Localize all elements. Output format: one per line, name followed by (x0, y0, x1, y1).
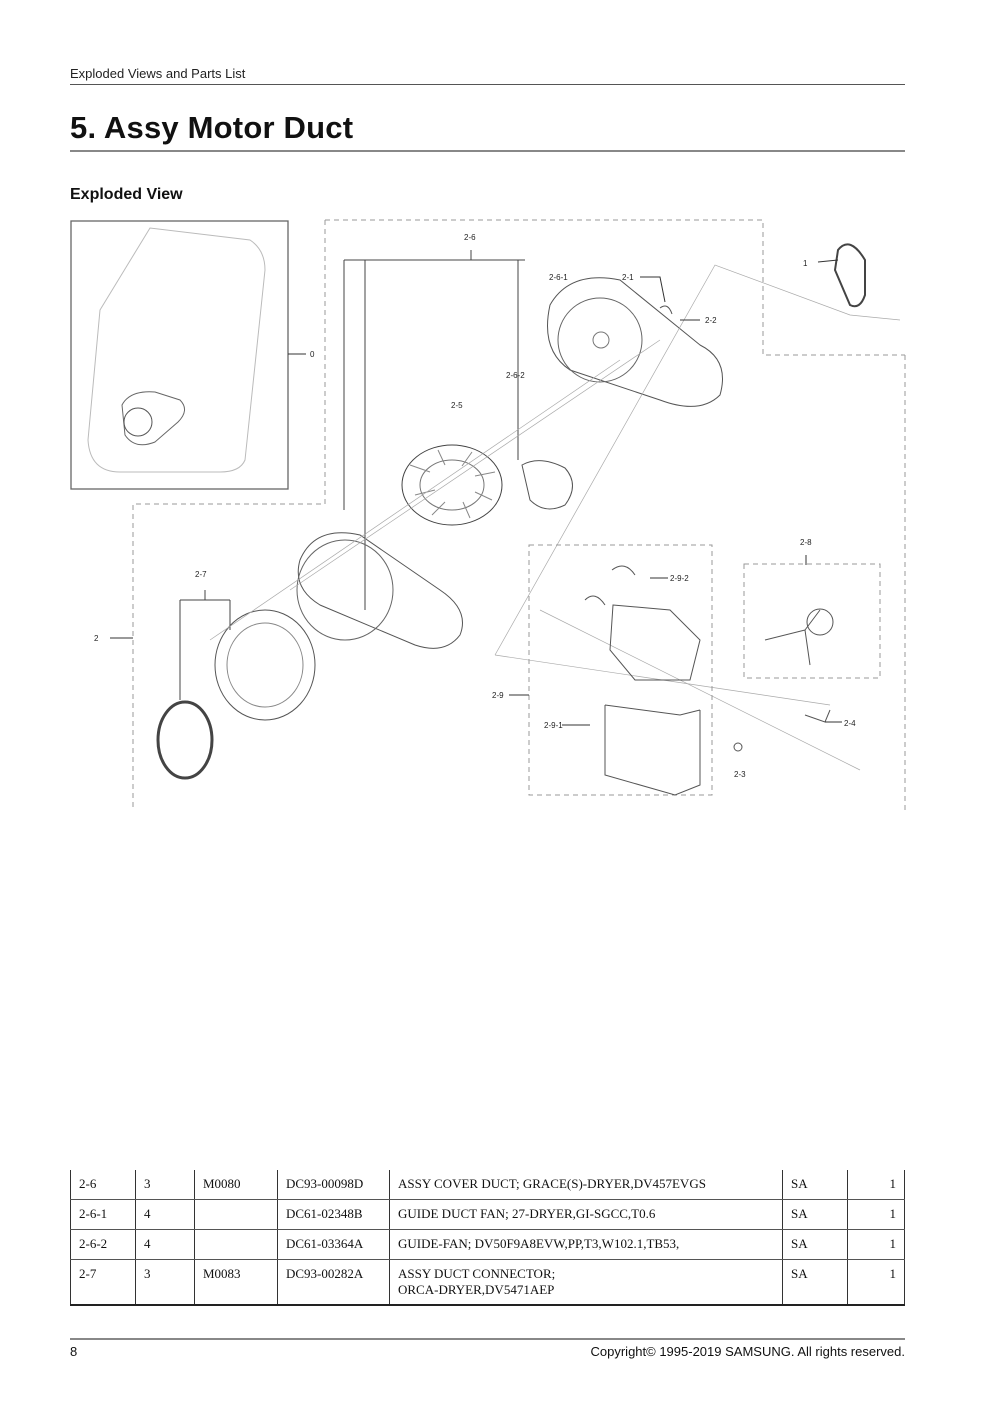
lower-duct-opening (296, 539, 394, 641)
bracket-2-7 (179, 590, 231, 700)
callout-2-6-1: 2-6-1 (549, 273, 568, 282)
explode-axis (209, 339, 861, 771)
section-title: Exploded View (70, 186, 183, 203)
idler-pulley (806, 608, 834, 636)
overview-inset-box (70, 220, 289, 490)
clip-2-4 (804, 709, 831, 723)
callout-2-1: 2-1 (622, 273, 634, 282)
callout-1: 1 (803, 259, 808, 268)
parts-table: 2-6 3 M0080 DC93-00098D ASSY COVER DUCT;… (70, 1170, 905, 1306)
inset-fan (123, 407, 153, 437)
table-row: 2-6-2 4 DC61-03364A GUIDE-FAN; DV50F9A8E… (70, 1229, 905, 1260)
exploded-view-diagram: 1 0 2 2-1 2-2 2-3 2-4 2-5 2-6 2-6-1 2-6-… (70, 219, 906, 810)
duct-connector-inner (226, 622, 304, 708)
belt-frame (494, 264, 901, 706)
callout-2-3: 2-3 (734, 770, 746, 779)
leader-2-1 (640, 276, 666, 303)
callout-2-9-2: 2-9-2 (670, 574, 689, 583)
callout-2-9: 2-9 (492, 691, 504, 700)
guide-fan (521, 460, 573, 510)
leader-1 (817, 259, 839, 263)
upper-duct-cover (547, 277, 723, 407)
upper-duct-opening (557, 297, 643, 383)
callout-2-2: 2-2 (705, 316, 717, 325)
callout-2-9-1: 2-9-1 (544, 721, 563, 730)
duct-connector (214, 609, 316, 721)
callout-2-8: 2-8 (800, 538, 812, 547)
blower-fan-inner (419, 459, 485, 511)
lower-duct-cover (297, 532, 463, 649)
drive-belt (833, 243, 866, 308)
assembly-boundary (132, 219, 906, 810)
upper-duct-hub (592, 331, 610, 349)
idler-arm (764, 609, 821, 666)
motor-clamp-1 (611, 565, 636, 576)
motor-assembly-box (528, 544, 713, 796)
table-row: 2-6-1 4 DC61-02348B GUIDE DUCT FAN; 27-D… (70, 1199, 905, 1230)
bracket-2-6 (343, 250, 525, 610)
callout-2: 2 (94, 634, 99, 643)
duct-seal-ring (156, 700, 214, 780)
table-row: 2-7 3 M0083 DC93-00282A ASSY DUCT CONNEC… (70, 1259, 905, 1306)
callout-2-5: 2-5 (451, 401, 463, 410)
fan-blades (409, 449, 496, 519)
callout-2-4: 2-4 (844, 719, 856, 728)
inset-duct-assembly (121, 391, 185, 446)
motor-clamp-2 (584, 595, 606, 606)
page-title: 5. Assy Motor Duct (70, 110, 354, 145)
callout-2-7: 2-7 (195, 570, 207, 579)
callout-0: 0 (310, 350, 315, 359)
running-header: Exploded Views and Parts List (70, 66, 246, 81)
dryer-outline-sketch (87, 227, 266, 473)
page-number: 8 (70, 1344, 78, 1359)
motor-bracket (604, 704, 701, 796)
callout-2-6: 2-6 (464, 233, 476, 242)
motor (609, 604, 701, 681)
footer-rule (70, 1338, 905, 1340)
blower-fan (401, 444, 503, 526)
table-row: 2-6 3 M0080 DC93-00098D ASSY COVER DUCT;… (70, 1170, 905, 1200)
callout-2-6-2: 2-6-2 (506, 371, 525, 380)
copyright-notice: Copyright© 1995-2019 SAMSUNG. All rights… (590, 1344, 906, 1359)
title-rule (70, 150, 905, 152)
idler-assembly-box (743, 563, 881, 679)
spring-2-3 (733, 742, 743, 752)
callout-labels: 1 0 2 2-1 2-2 2-3 2-4 2-5 2-6 2-6-1 2-6-… (94, 233, 856, 779)
header-rule (70, 84, 905, 85)
clip-2-1 (659, 305, 673, 315)
